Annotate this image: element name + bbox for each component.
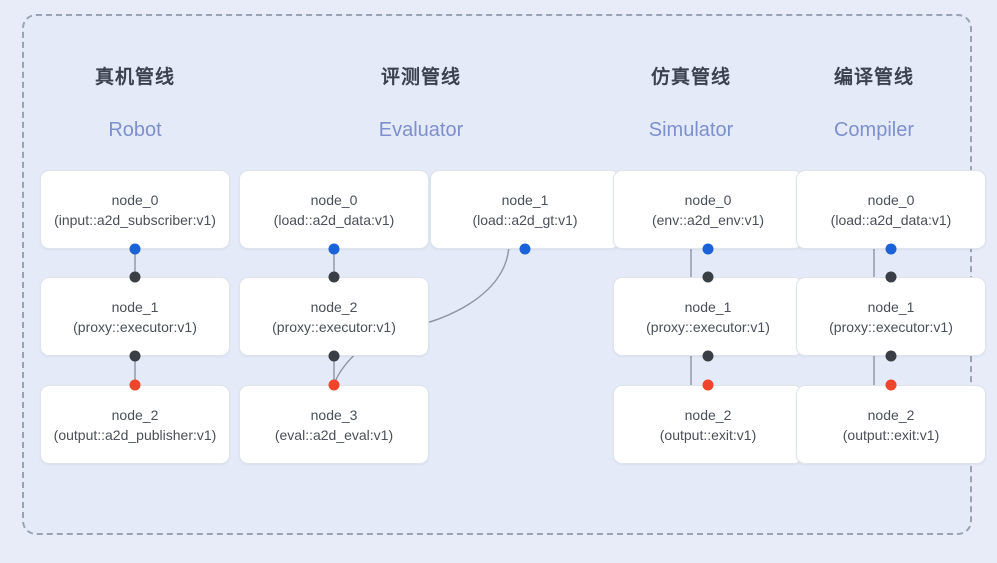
node-name: node_1 xyxy=(501,191,549,208)
node-type: (output::a2d_publisher:v1) xyxy=(53,426,217,443)
node-name: node_1 xyxy=(867,298,915,315)
column-title-en: Compiler xyxy=(833,119,915,141)
port-dark-top-icon[interactable] xyxy=(129,271,141,283)
column-title-en: Simulator xyxy=(648,119,734,141)
node-type: (input::a2d_subscriber:v1) xyxy=(54,211,216,228)
port-blue-bottom-icon[interactable] xyxy=(702,243,714,255)
column-title-zh: 真机管线 xyxy=(94,67,175,88)
node-type: (env::a2d_env:v1) xyxy=(651,211,765,228)
node-box[interactable]: node_1(load::a2d_gt:v1) xyxy=(430,170,620,249)
node-box[interactable]: node_1(proxy::executor:v1) xyxy=(613,277,803,356)
node-type: (load::a2d_data:v1) xyxy=(830,211,952,228)
node-name: node_3 xyxy=(310,406,358,423)
node-name: node_1 xyxy=(684,298,732,315)
port-dark-bottom-icon[interactable] xyxy=(885,350,897,362)
node-name: node_2 xyxy=(684,406,732,423)
column-title-en: Evaluator xyxy=(378,119,464,141)
column-title-en: Robot xyxy=(108,119,162,141)
column-title-zh: 编译管线 xyxy=(833,67,914,88)
node-box[interactable]: node_3(eval::a2d_eval:v1) xyxy=(239,385,429,464)
node-box[interactable]: node_0(load::a2d_data:v1) xyxy=(239,170,429,249)
node-box[interactable]: node_0(input::a2d_subscriber:v1) xyxy=(40,170,230,249)
port-blue-bottom-icon[interactable] xyxy=(885,243,897,255)
port-dark-bottom-icon[interactable] xyxy=(702,350,714,362)
node-box[interactable]: node_0(env::a2d_env:v1) xyxy=(613,170,803,249)
node-type: (eval::a2d_eval:v1) xyxy=(274,426,394,443)
node-box[interactable]: node_2(output::exit:v1) xyxy=(613,385,803,464)
node-type: (load::a2d_gt:v1) xyxy=(472,211,578,228)
node-name: node_0 xyxy=(867,191,915,208)
column-header-simulator: 仿真管线 Simulator xyxy=(591,62,791,142)
column-title-zh: 评测管线 xyxy=(380,67,461,88)
column-header-evaluator: 评测管线 Evaluator xyxy=(321,62,521,142)
port-blue-bottom-icon[interactable] xyxy=(519,243,531,255)
port-red-top-icon[interactable] xyxy=(129,379,141,391)
port-dark-top-icon[interactable] xyxy=(702,271,714,283)
node-box[interactable]: node_0(load::a2d_data:v1) xyxy=(796,170,986,249)
node-box[interactable]: node_2(output::exit:v1) xyxy=(796,385,986,464)
node-type: (proxy::executor:v1) xyxy=(73,318,197,335)
node-name: node_2 xyxy=(867,406,915,423)
node-type: (load::a2d_data:v1) xyxy=(273,211,395,228)
node-type: (proxy::executor:v1) xyxy=(272,318,396,335)
node-box[interactable]: node_2(proxy::executor:v1) xyxy=(239,277,429,356)
node-type: (output::exit:v1) xyxy=(842,426,940,443)
port-dark-top-icon[interactable] xyxy=(328,271,340,283)
port-dark-top-icon[interactable] xyxy=(885,271,897,283)
node-box[interactable]: node_1(proxy::executor:v1) xyxy=(796,277,986,356)
port-dark-bottom-icon[interactable] xyxy=(129,350,141,362)
port-dark-bottom-icon[interactable] xyxy=(328,350,340,362)
port-red-top-icon[interactable] xyxy=(885,379,897,391)
node-name: node_0 xyxy=(111,191,159,208)
node-name: node_2 xyxy=(310,298,358,315)
port-red-top-icon[interactable] xyxy=(702,379,714,391)
node-type: (proxy::executor:v1) xyxy=(829,318,953,335)
node-type: (proxy::executor:v1) xyxy=(646,318,770,335)
node-box[interactable]: node_1(proxy::executor:v1) xyxy=(40,277,230,356)
node-name: node_2 xyxy=(111,406,159,423)
column-title-zh: 仿真管线 xyxy=(650,67,731,88)
port-red-top-icon[interactable] xyxy=(328,379,340,391)
column-header-compiler: 编译管线 Compiler xyxy=(774,62,974,142)
node-name: node_0 xyxy=(310,191,358,208)
port-blue-bottom-icon[interactable] xyxy=(129,243,141,255)
column-header-robot: 真机管线 Robot xyxy=(35,62,235,142)
node-box[interactable]: node_2(output::a2d_publisher:v1) xyxy=(40,385,230,464)
node-name: node_1 xyxy=(111,298,159,315)
node-type: (output::exit:v1) xyxy=(659,426,757,443)
node-name: node_0 xyxy=(684,191,732,208)
port-blue-bottom-icon[interactable] xyxy=(328,243,340,255)
